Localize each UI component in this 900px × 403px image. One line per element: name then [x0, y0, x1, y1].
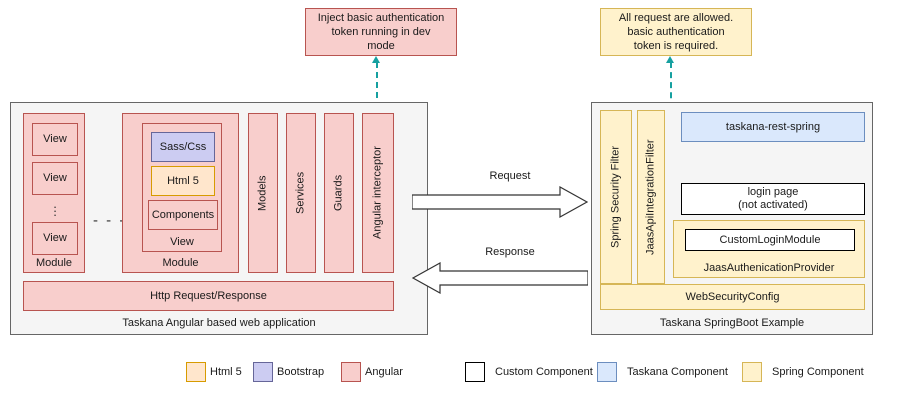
taskana-rest-spring[interactable]: taskana-rest-spring: [681, 112, 865, 142]
modules-ellipsis-icon: - - -: [93, 212, 127, 229]
module-a[interactable]: View View ... View Module: [23, 113, 85, 273]
custom-login-module[interactable]: CustomLoginModule: [685, 229, 855, 251]
right-panel-caption: Taskana SpringBoot Example: [659, 317, 805, 329]
callout-left-connector: [376, 62, 378, 108]
legend-swatch-html5: [186, 362, 206, 382]
legend-swatch-custom-component: [465, 362, 485, 382]
jaas-authentication-provider-label: JaasAuthenicationProvider: [703, 262, 835, 274]
legend-swatch-angular: [341, 362, 361, 382]
column-angular-interceptor[interactable]: Angular interceptor: [362, 113, 394, 273]
filter-spring-security[interactable]: Spring Security Filter: [600, 110, 632, 284]
request-arrow-icon: [412, 186, 588, 218]
filter-jaas-api-integration[interactable]: JaasApiIntegrationFilter: [637, 110, 665, 284]
login-page[interactable]: login page (not activated): [681, 183, 865, 215]
legend-swatch-bootstrap: [253, 362, 273, 382]
column-services[interactable]: Services: [286, 113, 316, 273]
response-arrow-icon: [412, 262, 588, 294]
module-a-label: Module: [35, 257, 73, 269]
module-b-html5[interactable]: Html 5: [151, 166, 215, 196]
legend-label-angular: Angular: [365, 366, 403, 378]
module-b[interactable]: Sass/Css Html 5 Components View Module: [122, 113, 239, 273]
http-request-response-bar[interactable]: Http Request/Response: [23, 281, 394, 311]
legend-label-bootstrap: Bootstrap: [277, 366, 325, 378]
module-a-view-2[interactable]: View: [32, 162, 78, 195]
module-b-view-label: View: [170, 236, 194, 248]
module-a-view-1[interactable]: View: [32, 123, 78, 156]
web-security-config[interactable]: WebSecurityConfig: [600, 284, 865, 310]
legend-label-spring-component: Spring Component: [772, 366, 864, 378]
column-guards[interactable]: Guards: [324, 113, 354, 273]
callout-dev-mode-token: Inject basic authentication token runnin…: [305, 8, 457, 56]
callout-right-arrowhead-icon: [666, 56, 674, 63]
legend-item-custom-component: Custom Component: [465, 362, 593, 382]
callout-all-requests-allowed: All request are allowed. basic authentic…: [600, 8, 752, 56]
legend-swatch-spring-component: [742, 362, 762, 382]
response-label: Response: [485, 246, 535, 258]
legend-item-angular: Angular: [341, 362, 403, 382]
column-models[interactable]: Models: [248, 113, 278, 273]
module-b-components[interactable]: Components: [148, 200, 218, 230]
legend-item-taskana-component: Taskana Component: [597, 362, 728, 382]
module-a-view-3[interactable]: View: [32, 222, 78, 255]
legend-label-taskana-component: Taskana Component: [627, 366, 728, 378]
module-b-label: Module: [162, 257, 199, 269]
legend-item-spring-component: Spring Component: [742, 362, 864, 382]
module-a-ellipsis-icon: ...: [53, 196, 57, 219]
legend-item-bootstrap: Bootstrap: [253, 362, 324, 382]
legend-label-custom-component: Custom Component: [495, 366, 593, 378]
left-panel-caption: Taskana Angular based web application: [122, 317, 316, 329]
module-b-sass-css[interactable]: Sass/Css: [151, 132, 215, 162]
legend-label-html5: Html 5: [210, 366, 242, 378]
module-b-view-container[interactable]: Sass/Css Html 5 Components View: [142, 123, 222, 252]
callout-left-arrowhead-icon: [372, 56, 380, 63]
request-label: Request: [489, 170, 531, 182]
legend-item-html5: Html 5: [186, 362, 242, 382]
legend-swatch-taskana-component: [597, 362, 617, 382]
jaas-authentication-provider[interactable]: CustomLoginModule JaasAuthenicationProvi…: [673, 220, 865, 278]
